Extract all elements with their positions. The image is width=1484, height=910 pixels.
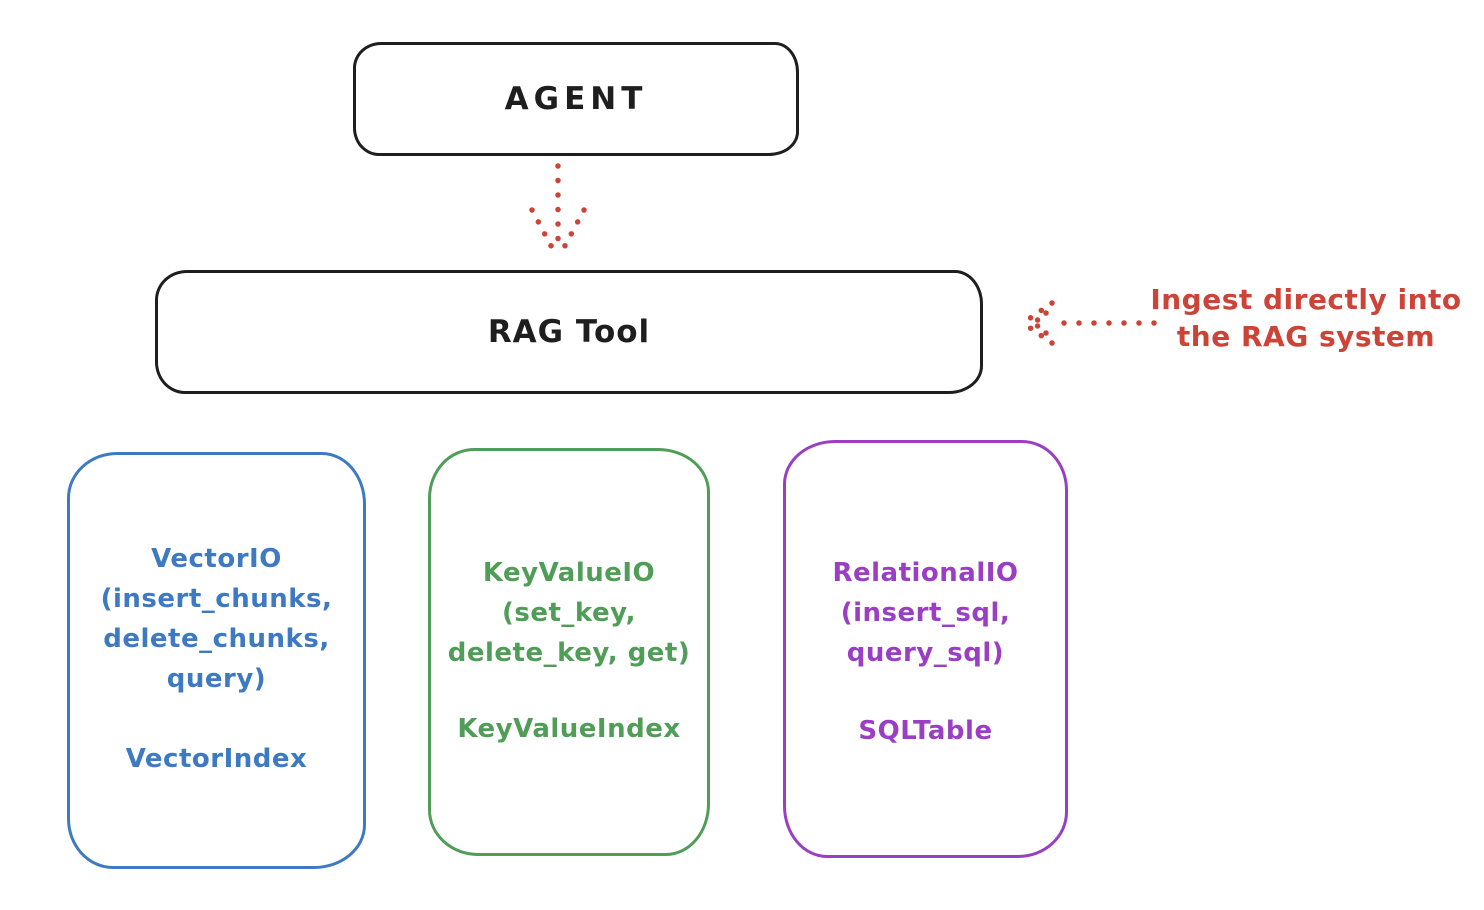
rag-tool-node-label: RAG Tool: [487, 314, 651, 350]
ingest-annotation-line: the RAG system: [1176, 320, 1436, 353]
node-index-label: VectorIndex: [125, 744, 308, 774]
node-title-line: RelationalIO: [832, 558, 1019, 588]
node-index-label: SQLTable: [858, 716, 993, 746]
node-title-line: query_sql): [846, 638, 1005, 668]
node-title-line: KeyValueIO: [482, 558, 656, 588]
node-index-label: KeyValueIndex: [457, 714, 681, 744]
relational-io-node: RelationalIO (insert_sql, query_sql) SQL…: [783, 440, 1068, 858]
rag-tool-node: RAG Tool: [155, 270, 983, 394]
node-title-line: (insert_chunks,: [100, 584, 333, 614]
node-title-line: (set_key,: [502, 598, 636, 628]
node-title-line: delete_key, get): [447, 638, 691, 668]
node-title-line: (insert_sql,: [840, 598, 1011, 628]
ingest-annotation-line: Ingest directly into: [1150, 283, 1462, 316]
node-title-line: VectorIO: [151, 544, 282, 574]
arrow-ingest-to-rag-tool-icon: [1020, 300, 1157, 346]
agent-node: AGENT: [353, 42, 799, 156]
vector-io-node: VectorIO (insert_chunks, delete_chunks, …: [67, 452, 366, 869]
arrow-agent-to-rag-tool-icon: [529, 163, 587, 260]
node-title-line: query): [166, 664, 267, 694]
ingest-annotation: Ingest directly into the RAG system: [1128, 281, 1484, 355]
keyvalue-io-node: KeyValueIO (set_key, delete_key, get) Ke…: [428, 448, 710, 856]
node-title-line: delete_chunks,: [103, 624, 330, 654]
agent-node-label: AGENT: [504, 81, 648, 117]
